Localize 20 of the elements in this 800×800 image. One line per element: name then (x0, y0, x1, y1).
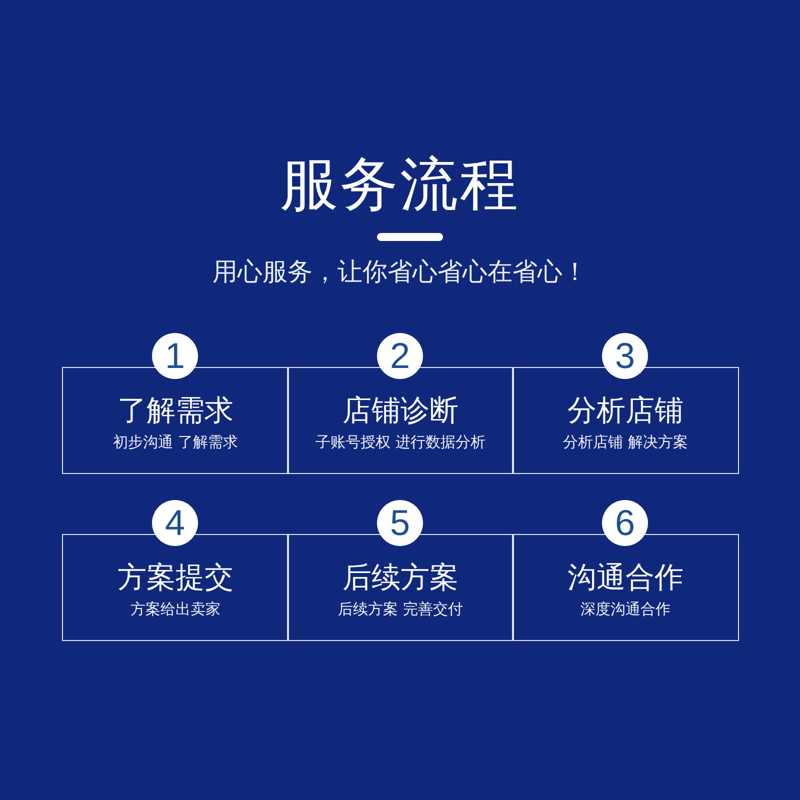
step-description: 方案给出卖家 (130, 599, 220, 619)
number-badge: 1 (152, 333, 198, 379)
step-description: 深度沟通合作 (580, 599, 670, 619)
number-badge: 6 (602, 500, 648, 546)
number-badge: 3 (602, 333, 648, 379)
step-title: 方案提交 (118, 559, 234, 595)
step-title: 了解需求 (118, 392, 234, 428)
step-description: 分析店铺 解决方案 (563, 432, 688, 452)
number-badge: 2 (377, 333, 423, 379)
step-description: 后续方案 完善交付 (338, 599, 463, 619)
subtitle: 用心服务，让你省心省心在省心！ (212, 256, 588, 288)
number-badge: 4 (152, 500, 198, 546)
step-description: 初步沟通 了解需求 (113, 432, 238, 452)
number-badge: 5 (377, 500, 423, 546)
step-title: 店铺诊断 (342, 392, 458, 428)
step-title: 沟通合作 (568, 559, 684, 595)
step-title: 后续方案 (342, 559, 458, 595)
title: 服务流程 (280, 149, 520, 220)
step-title: 分析店铺 (568, 392, 684, 428)
step-description: 子账号授权 进行数据分析 (316, 432, 486, 452)
